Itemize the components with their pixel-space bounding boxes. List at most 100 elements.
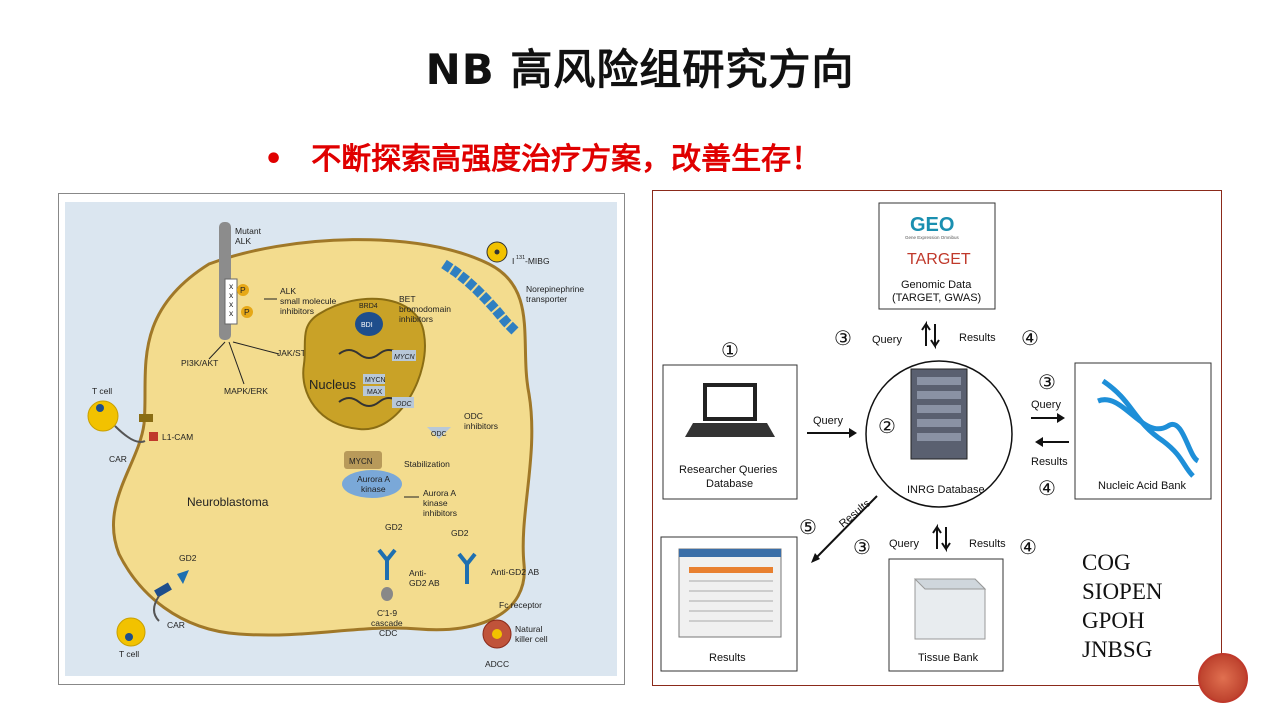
odc-inhibitor-label-1: ODC [464,411,483,421]
neuroblastoma-cell [112,238,534,637]
c19-label-1: C'1-9 [377,608,397,618]
neuroblastoma-label: Neuroblastoma [187,495,269,509]
car-top-label: CAR [109,454,127,464]
arrow-query-head [849,428,857,438]
step-1: ① [721,340,739,362]
mutant-alk-label-2: ALK [235,236,251,246]
arrow-up-bottom [932,523,942,549]
org-gpoh: GPOH [1082,608,1145,633]
net-label-1: Norepinephrine [526,284,584,294]
mibg-superscript: 131 [516,255,525,261]
nucleic-label: Nucleic Acid Bank [1098,480,1187,492]
alk-x1: x [229,281,234,291]
query-bottom-label: Query [889,538,919,550]
bullet-point: • 不断探索高强度治疗方案，改善生存！ [264,134,821,178]
anti-gd2-right-antibody [457,552,477,584]
bullet-text: 不断探索高强度治疗方案，改善生存！ [311,142,822,177]
alk-x2: x [229,290,234,300]
org-jnbsg: JNBSG [1082,637,1153,662]
arrow-down-bottom [941,527,951,553]
arrow-pi3k [208,341,226,360]
bullet-dot: • [264,142,284,177]
results-box-label: Results [709,652,746,664]
arrow-right-query-head [1057,413,1065,423]
results-bottom-label: Results [969,538,1006,550]
phospho-circle-2 [241,306,253,318]
target-logo: TARGET [907,251,971,268]
tcell-bottom-nucleus [125,633,133,641]
mutant-alk-label-1: Mutant [235,226,262,236]
car-bottom-receptor [154,582,172,598]
tcell-top-nucleus [96,404,104,412]
inrg-database-diagram: GEO Gene Expression Omnibus TARGET Genom… [652,190,1222,686]
query-left-label: Query [813,415,843,427]
mycn-gene-label: MYCN [394,354,416,361]
nk-label-2: killer cell [515,634,548,644]
genomic-label-2: (TARGET, GWAS) [892,292,981,304]
geo-logo: GEO [910,214,954,236]
mibg-label-1: I [512,256,514,266]
alk-x3: x [229,299,234,309]
query-right-label: Query [1031,399,1061,411]
mycn-protein-box [363,374,385,384]
page-title: NB 高风险组研究方向 [425,45,855,94]
car-top-receptor [139,414,153,422]
arrow-results-diag-line [814,495,878,560]
bet-label-2: bromodomain [399,304,451,314]
tcell-bottom-label: T cell [119,649,139,659]
step-4-top: ④ [1021,328,1039,350]
mycn-protein-cyto [344,451,382,469]
inrg-svg: GEO Gene Expression Omnibus TARGET Genom… [660,202,1212,672]
genomic-label-1: Genomic Data [901,279,972,291]
corner-logo-badge [1198,653,1248,703]
phospho-label-2: P [244,307,250,317]
step-4-right: ④ [1038,478,1056,500]
server-slot-4 [917,419,961,427]
jak-label: JAK/STAT [277,348,315,358]
bet-label-3: inhibitors [399,314,433,324]
gd2-mid-label: GD2 [385,522,403,532]
car-bottom-link [153,595,160,622]
anti-gd2-mid-label-1: Anti- [409,568,427,578]
pathway-svg: x x x x P P Mutant ALK ALK small molecul… [65,202,617,676]
l1cam-marker [149,432,158,441]
arrow-right-results-head [1035,437,1043,447]
laptop-screen [707,387,753,417]
aurora-kinase-label-1: Aurora A [357,474,390,484]
c19-label-2: cascade [371,618,403,628]
tcell-bottom [116,617,146,647]
researcher-label-1: Researcher Queries [679,464,778,476]
server-slot-3 [917,405,961,413]
nucleic-acid-box [1074,362,1212,500]
nk-label-1: Natural [515,624,543,634]
aurora-kinase-label-2: kinase [361,484,386,494]
alk-inhibitor-label-3: inhibitors [280,306,314,316]
car-top-link [114,425,146,443]
mycn-box-label: MYCN [365,377,386,384]
phospho-label-1: P [240,285,246,295]
fc-receptor-label: Fc receptor [499,600,542,610]
norepinephrine-transporter [441,259,520,336]
geo-subtitle: Gene Expression Omnibus [905,235,960,240]
max-box-label: MAX [367,389,383,396]
tissue-bank-label: Tissue Bank [918,652,979,664]
org-cog: COG [1082,550,1131,575]
server-slot-5 [917,433,961,441]
arrow-mapk [228,341,245,385]
max-protein-box [363,386,385,396]
gd2-left-marker [177,570,189,584]
mycn-gene-box [392,350,416,361]
odc-inhibitor-label-2: inhibitors [464,421,498,431]
pi3k-label: PI3K/AKT [181,358,218,368]
step-2: ② [878,416,896,438]
genomic-data-box [878,202,996,310]
odc-protein [427,427,451,439]
tcell-top-label: T cell [92,386,112,396]
organization-list: COG SIOPEN GPOH JNBSG [1082,548,1163,664]
mibg-label-2: -MIBG [525,256,550,266]
dna-strand-1 [338,349,400,359]
gd2-left-label: GD2 [179,553,197,563]
odc-gene-label: ODC [396,401,413,408]
arrow-jak [232,341,280,355]
results-right-label: Results [1031,456,1068,468]
